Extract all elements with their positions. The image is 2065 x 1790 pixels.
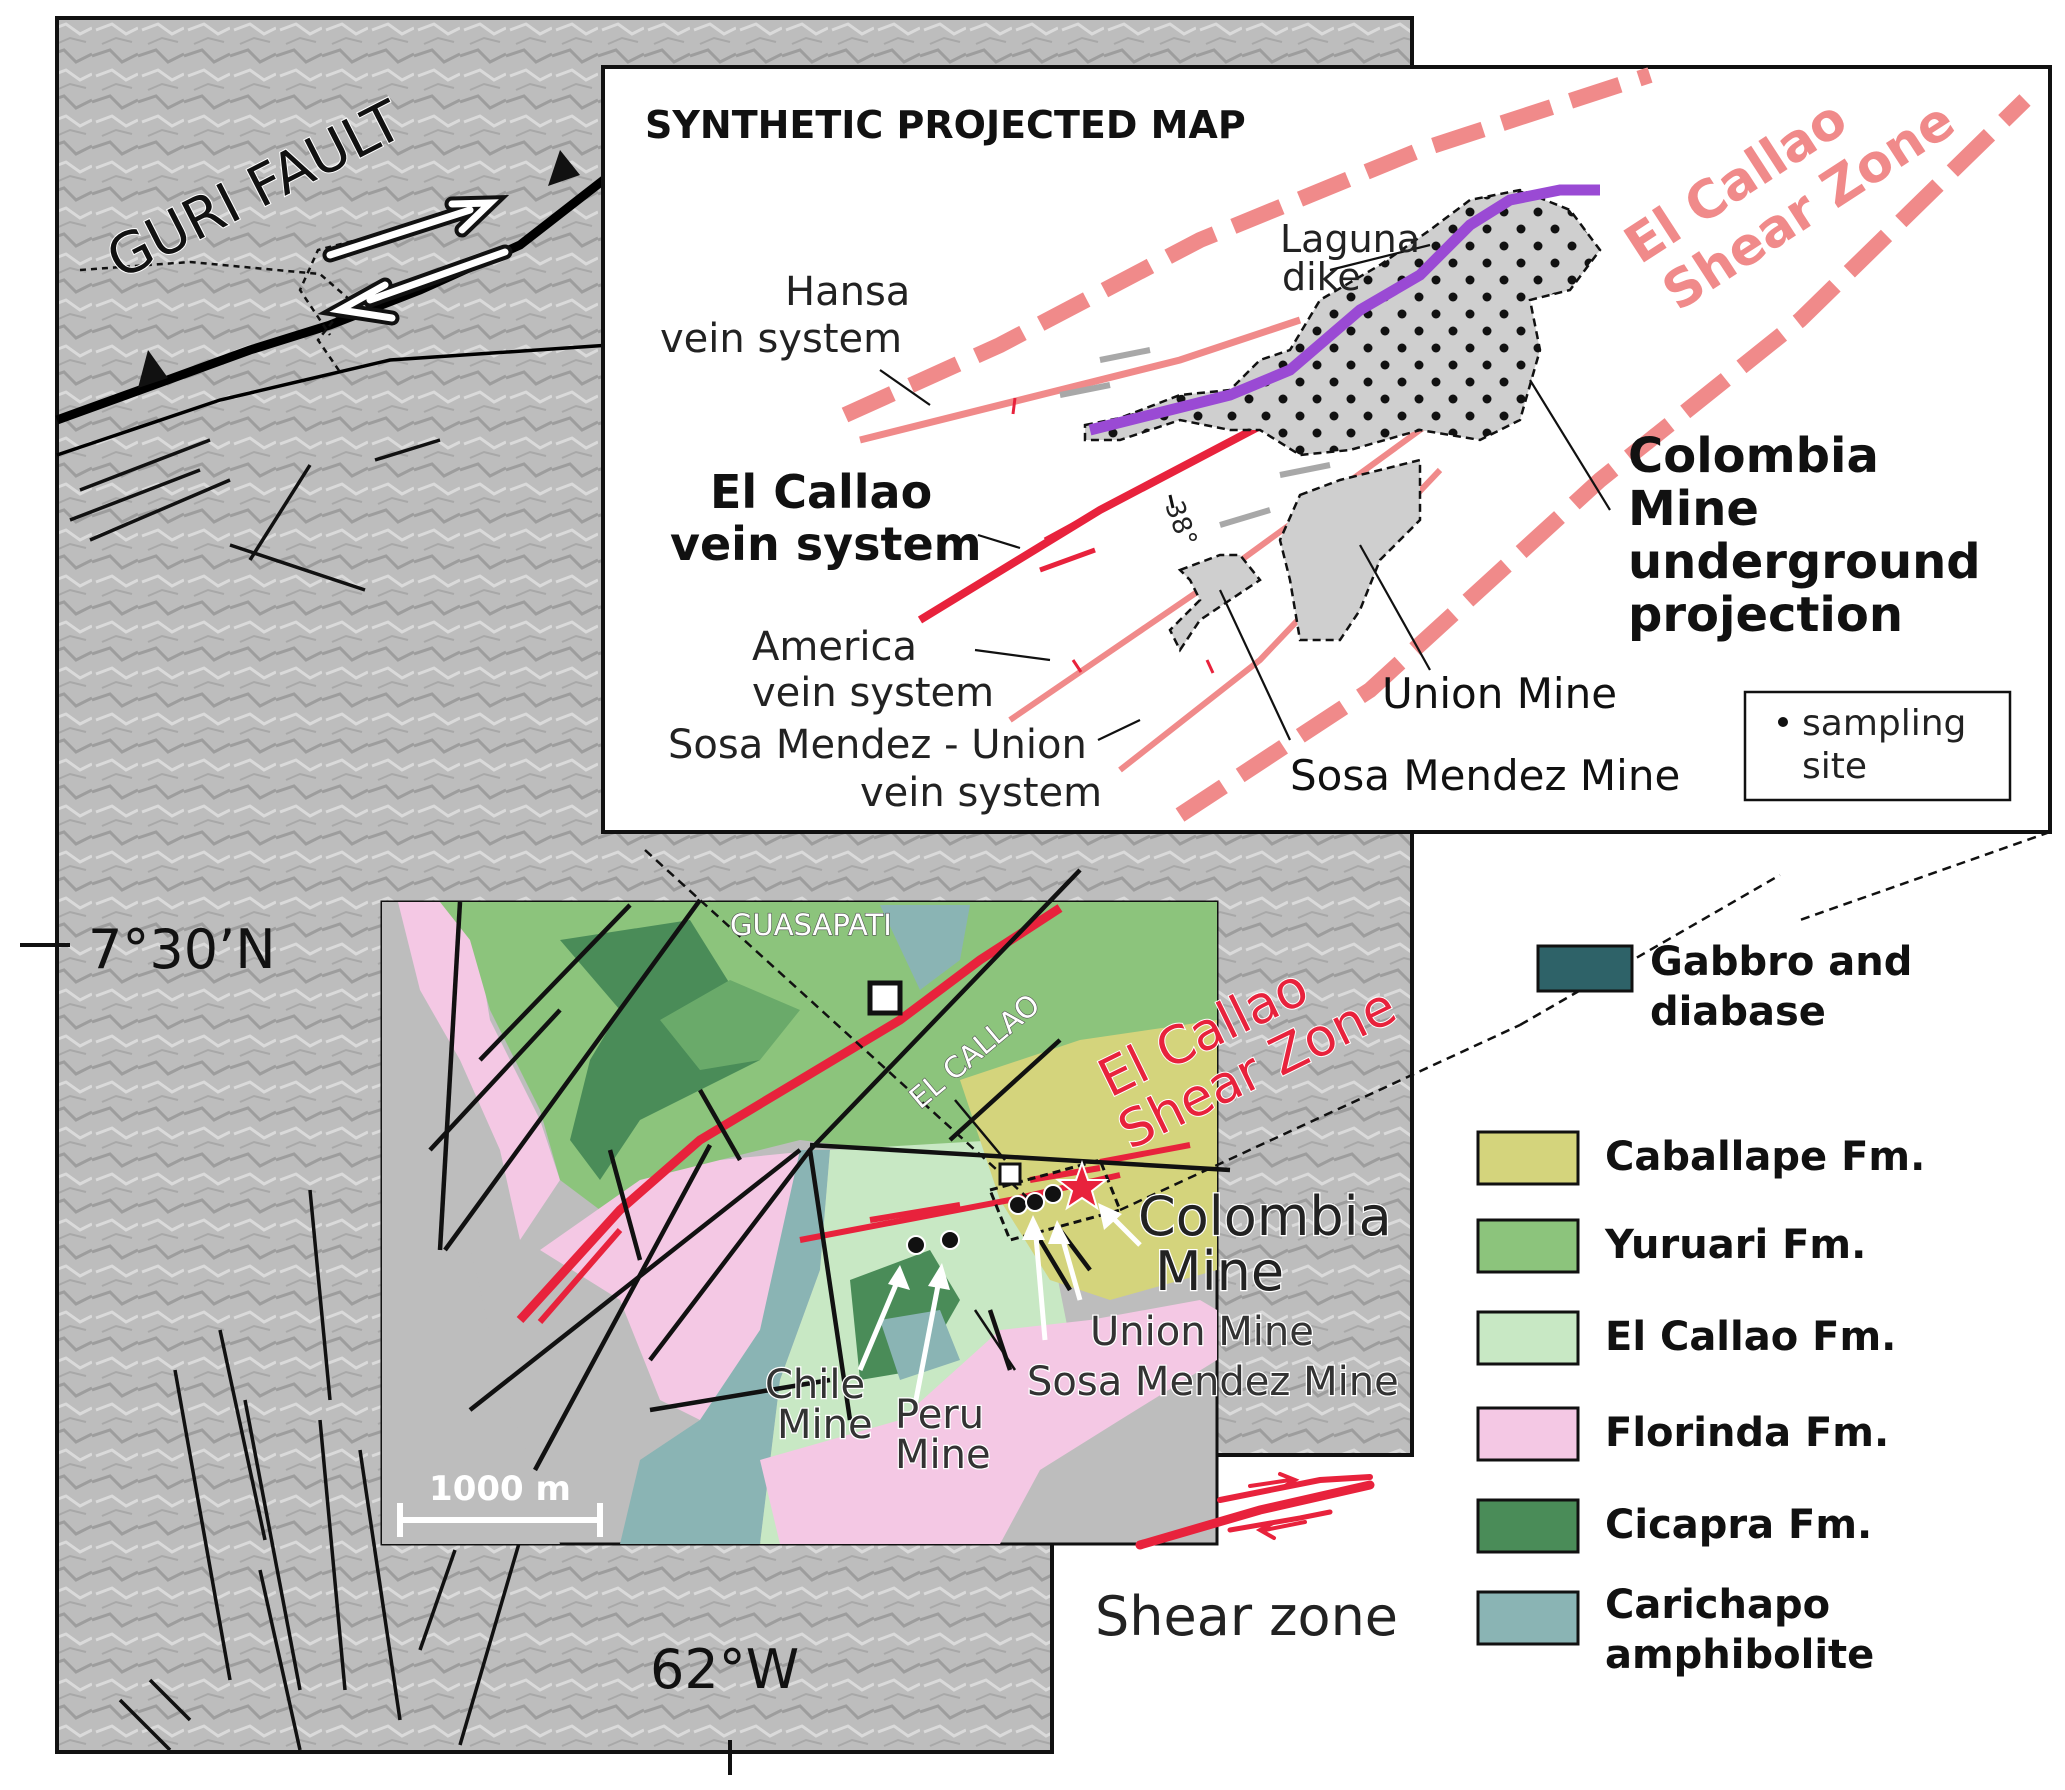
legend-label-carichapo-1: Carichapo	[1605, 1582, 1830, 1628]
laguna-dike-line1: Laguna	[1280, 217, 1420, 261]
main-shear-zone	[516, 904, 1063, 1324]
legend-label-gabbro-2: diabase	[1650, 989, 1826, 1035]
mine-dot	[1025, 1192, 1045, 1212]
america-line1: America	[752, 624, 917, 670]
longitude-label: 62°W	[650, 1638, 799, 1701]
sosa-union-line1: Sosa Mendez - Union	[668, 722, 1087, 768]
legend-label-yuruari: Yuruari Fm.	[1604, 1222, 1866, 1268]
el-callao-vein-line1: El Callao	[710, 465, 932, 519]
laguna-dike-line2: dike	[1282, 255, 1361, 299]
shear-sense-arrows	[1059, 347, 1331, 528]
legend-label-carichapo-2: amphibolite	[1605, 1632, 1874, 1678]
legend-label-cicapra: Cicapra Fm.	[1605, 1502, 1872, 1548]
legend-swatch-gabbro	[1536, 944, 1634, 993]
union-mine-shape	[1278, 458, 1422, 642]
shear-zone-boundary-south	[1175, 94, 2031, 822]
inset-outline	[644, 849, 1521, 1242]
sosa-mendez-mine-shape	[1168, 553, 1262, 653]
vein-shear-4	[1099, 1142, 1191, 1165]
legend-label-gabbro-1: Gabbro and	[1650, 939, 1912, 985]
legend-label-florinda: Florinda Fm.	[1605, 1410, 1889, 1456]
dotted-trace	[79, 260, 352, 373]
carichapo-unit	[620, 1150, 830, 1544]
thrust-teeth	[138, 350, 168, 388]
regional-faults	[69, 438, 522, 1752]
vein-shear-2	[869, 1202, 961, 1223]
colombia-mine-line2: Mine	[1155, 1240, 1284, 1303]
america-line2: vein system	[752, 670, 994, 716]
geology-map: 1000 m GUASAPATI EL CALLAO El Callao She…	[380, 849, 1521, 1546]
sampling-legend-box	[1743, 690, 2012, 802]
synthetic-projected-map-inset: SYNTHETIC PROJECTED MAP	[601, 65, 2052, 834]
colombia-projection-line1: Colombia	[1628, 428, 1879, 484]
colombia-mine-line1: Colombia	[1138, 1185, 1392, 1248]
peru-mine-line2: Mine	[895, 1432, 991, 1478]
hansa-vein	[859, 316, 1302, 444]
legend-swatch-carichapo	[1476, 1590, 1580, 1646]
cicapra-unit	[560, 920, 760, 1180]
colombia-projection-line4: projection	[1628, 587, 1903, 643]
hansa-line2: vein system	[660, 316, 902, 362]
legend: Gabbro and diabase Caballape Fm. Yuruari…	[1095, 830, 2051, 1678]
sosa-mendez-mine-label: Sosa Mendez Mine	[1027, 1359, 1399, 1405]
legend-label-caballape: Caballape Fm.	[1605, 1134, 1925, 1180]
inset-title: SYNTHETIC PROJECTED MAP	[645, 103, 1246, 147]
sampling-legend-line1: sampling	[1802, 703, 1966, 744]
scale-bar: 1000 m	[397, 1469, 603, 1537]
legend-label-el-callao: El Callao Fm.	[1605, 1314, 1896, 1360]
legend-swatch-florinda	[1476, 1406, 1580, 1462]
shear-zone-boundary-north	[841, 67, 1653, 423]
latitude-label: 7°30’N	[88, 918, 276, 981]
mine-dot	[1043, 1184, 1063, 1204]
el-callao-marker	[998, 1162, 1022, 1186]
hansa-line1: Hansa	[785, 269, 910, 315]
vein-shear-3	[1029, 1165, 1101, 1183]
colombia-projection-line2: Mine	[1628, 481, 1759, 537]
laguna-dike	[1088, 184, 1600, 436]
florinda-west	[398, 902, 560, 1240]
peru-mine-line1: Peru	[895, 1392, 984, 1438]
local-faults	[428, 868, 1231, 1472]
guasapati-marker	[867, 980, 903, 1016]
inset-leaders	[879, 243, 1611, 741]
inset-union-mine-label: Union Mine	[1382, 669, 1617, 718]
chile-mine-line2: Mine	[777, 1402, 873, 1448]
legend-shear-zone-symbol	[1135, 1472, 1375, 1550]
florinda-south	[760, 1300, 1217, 1544]
sampling-site-dot	[1778, 717, 1788, 727]
mine-dot	[1008, 1195, 1028, 1215]
legend-swatch-yuruari	[1476, 1218, 1580, 1274]
mine-dot	[906, 1235, 926, 1255]
el-callao-vein-line2: vein system	[670, 517, 982, 571]
guasapati-label: GUASAPATI	[730, 908, 892, 942]
sampling-legend-line2: site	[1802, 746, 1867, 787]
sosa-union-line2: vein system	[860, 770, 1102, 816]
legend-shear-zone-label: Shear zone	[1095, 1585, 1398, 1648]
legend-swatch-caballape	[1476, 1130, 1580, 1186]
colombia-mine-star	[1055, 1159, 1109, 1211]
inset-sosa-mendez-label: Sosa Mendez Mine	[1290, 751, 1680, 800]
mine-dots	[906, 1184, 1063, 1255]
el-callao-sense-arrows	[1039, 507, 1102, 573]
mine-dot	[940, 1230, 960, 1250]
scale-bar-label: 1000 m	[429, 1469, 571, 1509]
union-mine-label: Union Mine	[1090, 1309, 1314, 1355]
guri-fault-splay	[56, 343, 611, 457]
legend-swatch-el-callao	[1476, 1310, 1580, 1366]
chile-mine-line1: Chile	[765, 1362, 865, 1408]
legend-swatch-cicapra	[1476, 1498, 1580, 1554]
colombia-projection-line3: underground	[1628, 534, 1981, 590]
